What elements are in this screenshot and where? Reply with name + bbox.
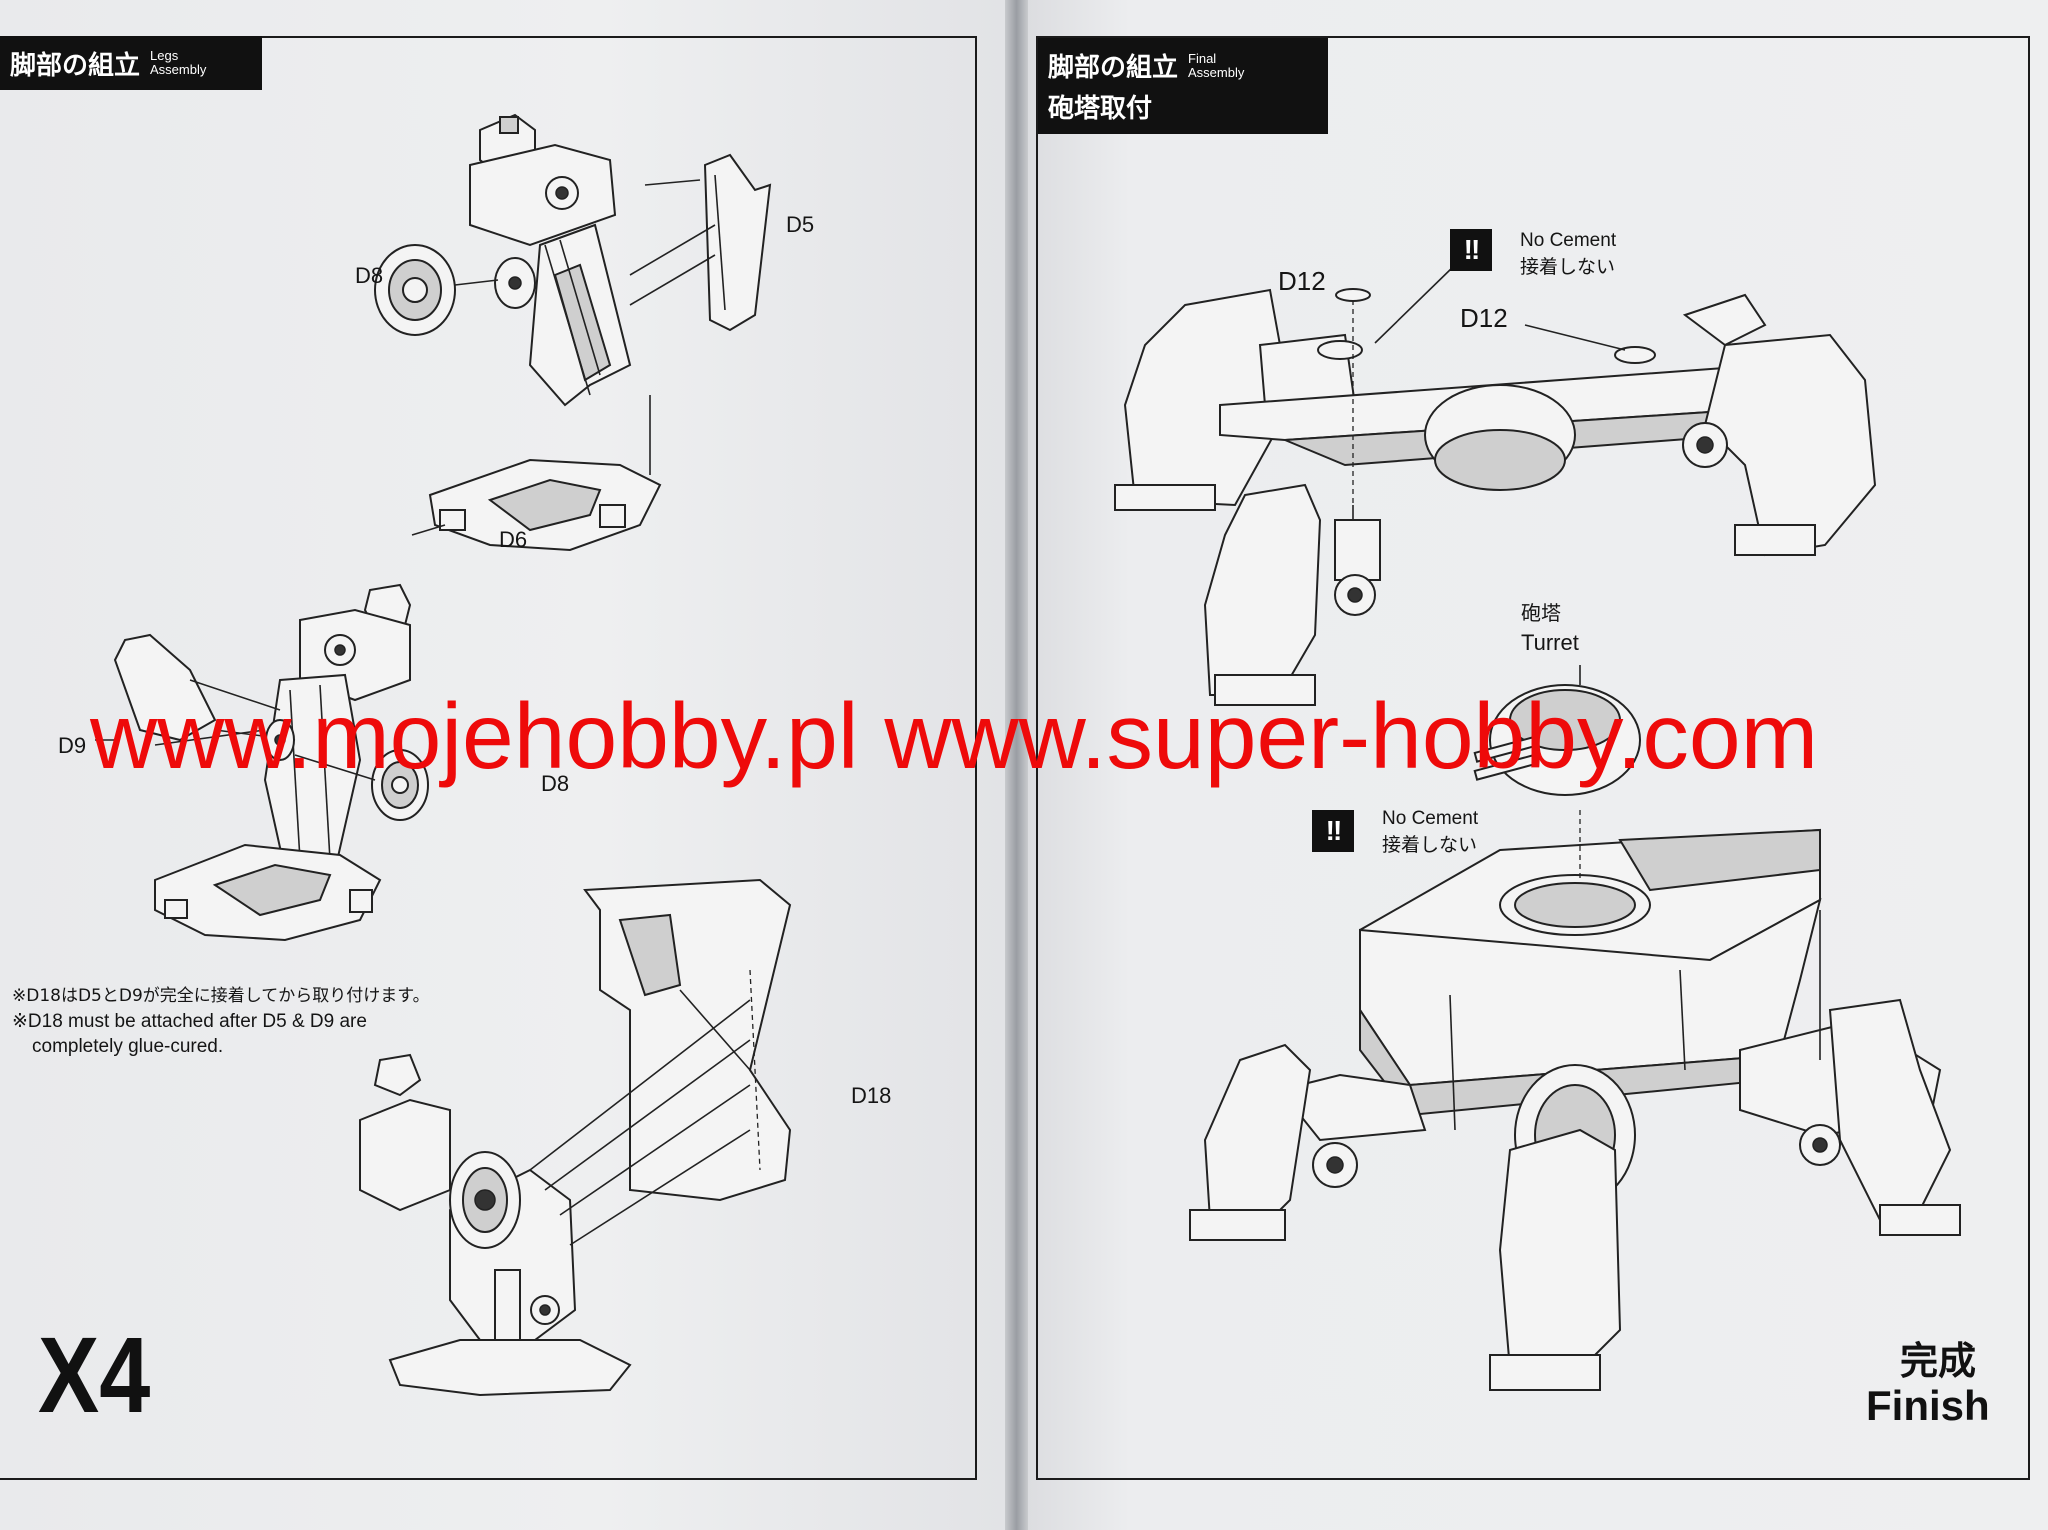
leg-exploded-drawing-top [374, 113, 772, 552]
header-en: Legs Assembly [150, 48, 207, 77]
hull-final-assembly-drawing [1189, 810, 1961, 1391]
part-label-d12-left: D12 [1278, 266, 1326, 296]
chassis-legs-drawing [1114, 264, 1877, 706]
left-page-frame [0, 36, 977, 1480]
note-en-line2: completely glue-cured. [32, 1036, 224, 1057]
no-cement-en: No Cement [1382, 808, 1479, 829]
assembly-note: ※D18はD5とD9が完全に接着してから取り付けます。 ※D18 must be… [12, 984, 532, 1059]
note-en-line1: ※D18 must be attached after D5 & D9 are [12, 1011, 367, 1032]
part-label-d8-middle: D8 [541, 771, 570, 796]
part-label-d5: D5 [786, 212, 815, 237]
header-jp-line2: 砲塔取付 [1048, 94, 1153, 124]
final-assembly-header: 脚部の組立 Final Assembly 砲塔取付 [1038, 38, 1328, 134]
no-cement-en: No Cement [1520, 230, 1617, 251]
part-label-d6: D6 [499, 527, 528, 552]
part-label-d18: D18 [851, 1083, 892, 1108]
part-label-d9: D9 [58, 733, 87, 758]
part-label-d8-top: D8 [355, 263, 384, 288]
finish-jp: 完成 [1900, 1339, 1977, 1383]
header-en: Final Assembly [1188, 50, 1245, 80]
turret-label: 砲塔 Turret [1521, 598, 1579, 658]
no-cement-icon-top: !! [1450, 229, 1492, 271]
header-jp: 脚部の組立 [10, 50, 141, 81]
no-cement-text-bottom: No Cement 接着しない [1382, 806, 1478, 858]
right-page-frame [1036, 36, 2030, 1480]
note-jp: ※D18はD5とD9が完全に接着してから取り付けます。 [12, 986, 430, 1006]
part-label-d12-right: D12 [1460, 303, 1508, 333]
leg-exploded-drawing-middle [95, 583, 429, 942]
turret-jp: 砲塔 [1521, 601, 1561, 625]
turret-en: Turret [1521, 630, 1579, 655]
no-cement-icon-bottom: !! [1312, 810, 1354, 852]
legs-assembly-header: 脚部の組立 Legs Assembly [0, 36, 262, 90]
no-cement-jp: 接着しない [1520, 256, 1616, 278]
finish-en: Finish [1866, 1382, 1990, 1429]
no-cement-jp: 接着しない [1382, 834, 1478, 856]
header-jp-line1: 脚部の組立 [1048, 53, 1179, 83]
no-cement-text-top: No Cement 接着しない [1520, 228, 1616, 280]
quantity-multiplier: X4 [38, 1314, 151, 1435]
turret-drawing [1473, 665, 1641, 796]
leg-exploded-drawing-bottom [359, 878, 792, 1397]
watermark: www.mojehobby.pl www.super-hobby.com [90, 684, 1819, 788]
book-gutter [1005, 0, 1028, 1530]
